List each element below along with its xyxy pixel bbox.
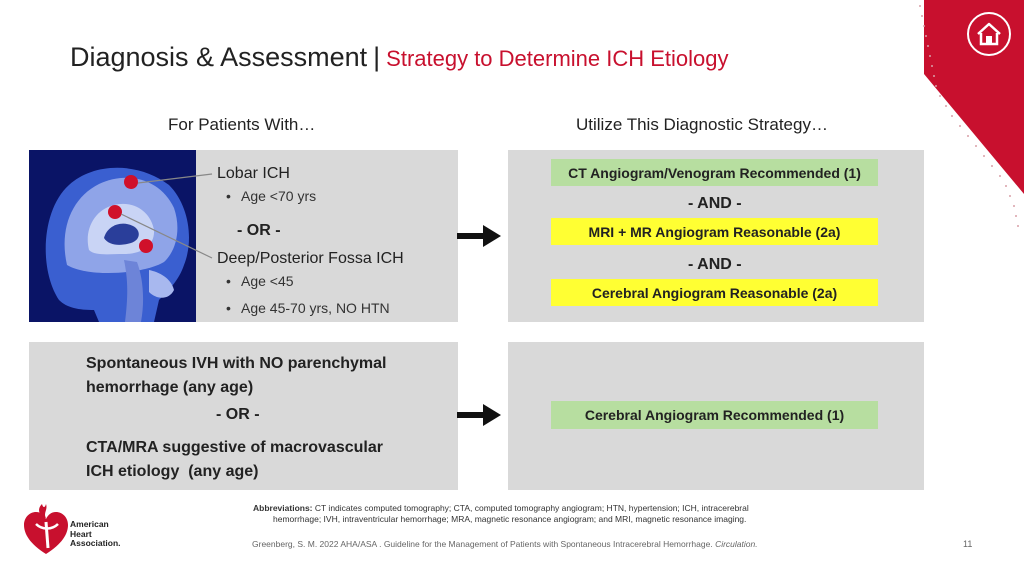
title-main: Diagnosis & Assessment — [70, 42, 368, 72]
page-number: 11 — [963, 539, 973, 549]
title-subtitle: Strategy to Determine ICH Etiology — [386, 46, 729, 71]
patient-box-2 — [29, 342, 458, 490]
brain-mri-image — [29, 150, 196, 322]
aha-logo-text: American Heart Association. — [70, 519, 121, 548]
row1-or-label: - OR - — [237, 222, 281, 239]
ivh-label: Spontaneous IVH with NO parenchymal hemo… — [86, 355, 387, 396]
dot-pattern — [919, 5, 1019, 227]
abbreviations-note: Abbreviations: CT indicates computed tom… — [253, 503, 749, 524]
home-button[interactable] — [967, 12, 1011, 56]
strategy-mri-angiogram: MRI + MR Angiogram Reasonable (2a) — [551, 218, 878, 245]
lobar-ich-label: Lobar ICH — [217, 165, 290, 182]
strategy-cerebral-angiogram-recommended: Cerebral Angiogram Recommended (1) — [551, 401, 878, 429]
strategy-and-2: - AND - — [688, 256, 742, 273]
arrow-right-icon — [457, 225, 501, 247]
row2-or-label: - OR - — [216, 406, 260, 423]
home-icon — [977, 22, 1001, 46]
strategy-cerebral-angiogram: Cerebral Angiogram Reasonable (2a) — [551, 279, 878, 306]
lobar-bullet-age: •Age <70 yrs — [226, 188, 317, 204]
arrow-right-icon — [457, 404, 501, 426]
corner-accent-triangle — [924, 74, 1024, 194]
right-column-heading: Utilize This Diagnostic Strategy… — [576, 115, 828, 134]
deep-ich-label: Deep/Posterior Fossa ICH — [217, 250, 404, 267]
cta-mra-label: CTA/MRA suggestive of macrovascular ICH … — [86, 439, 383, 480]
citation: Greenberg, S. M. 2022 AHA/ASA . Guidelin… — [252, 539, 758, 549]
title-separator: | — [373, 42, 381, 72]
left-column-heading: For Patients With… — [168, 115, 316, 134]
deep-bullet-age-1: •Age <45 — [226, 273, 294, 289]
page-title: Diagnosis & Assessment|Strategy to Deter… — [70, 42, 729, 73]
strategy-and-1: - AND - — [688, 195, 742, 212]
strategy-ct-angiogram: CT Angiogram/Venogram Recommended (1) — [551, 159, 878, 186]
deep-bullet-age-2: •Age 45-70 yrs, NO HTN — [226, 300, 390, 316]
aha-heart-torch-logo — [24, 504, 68, 554]
